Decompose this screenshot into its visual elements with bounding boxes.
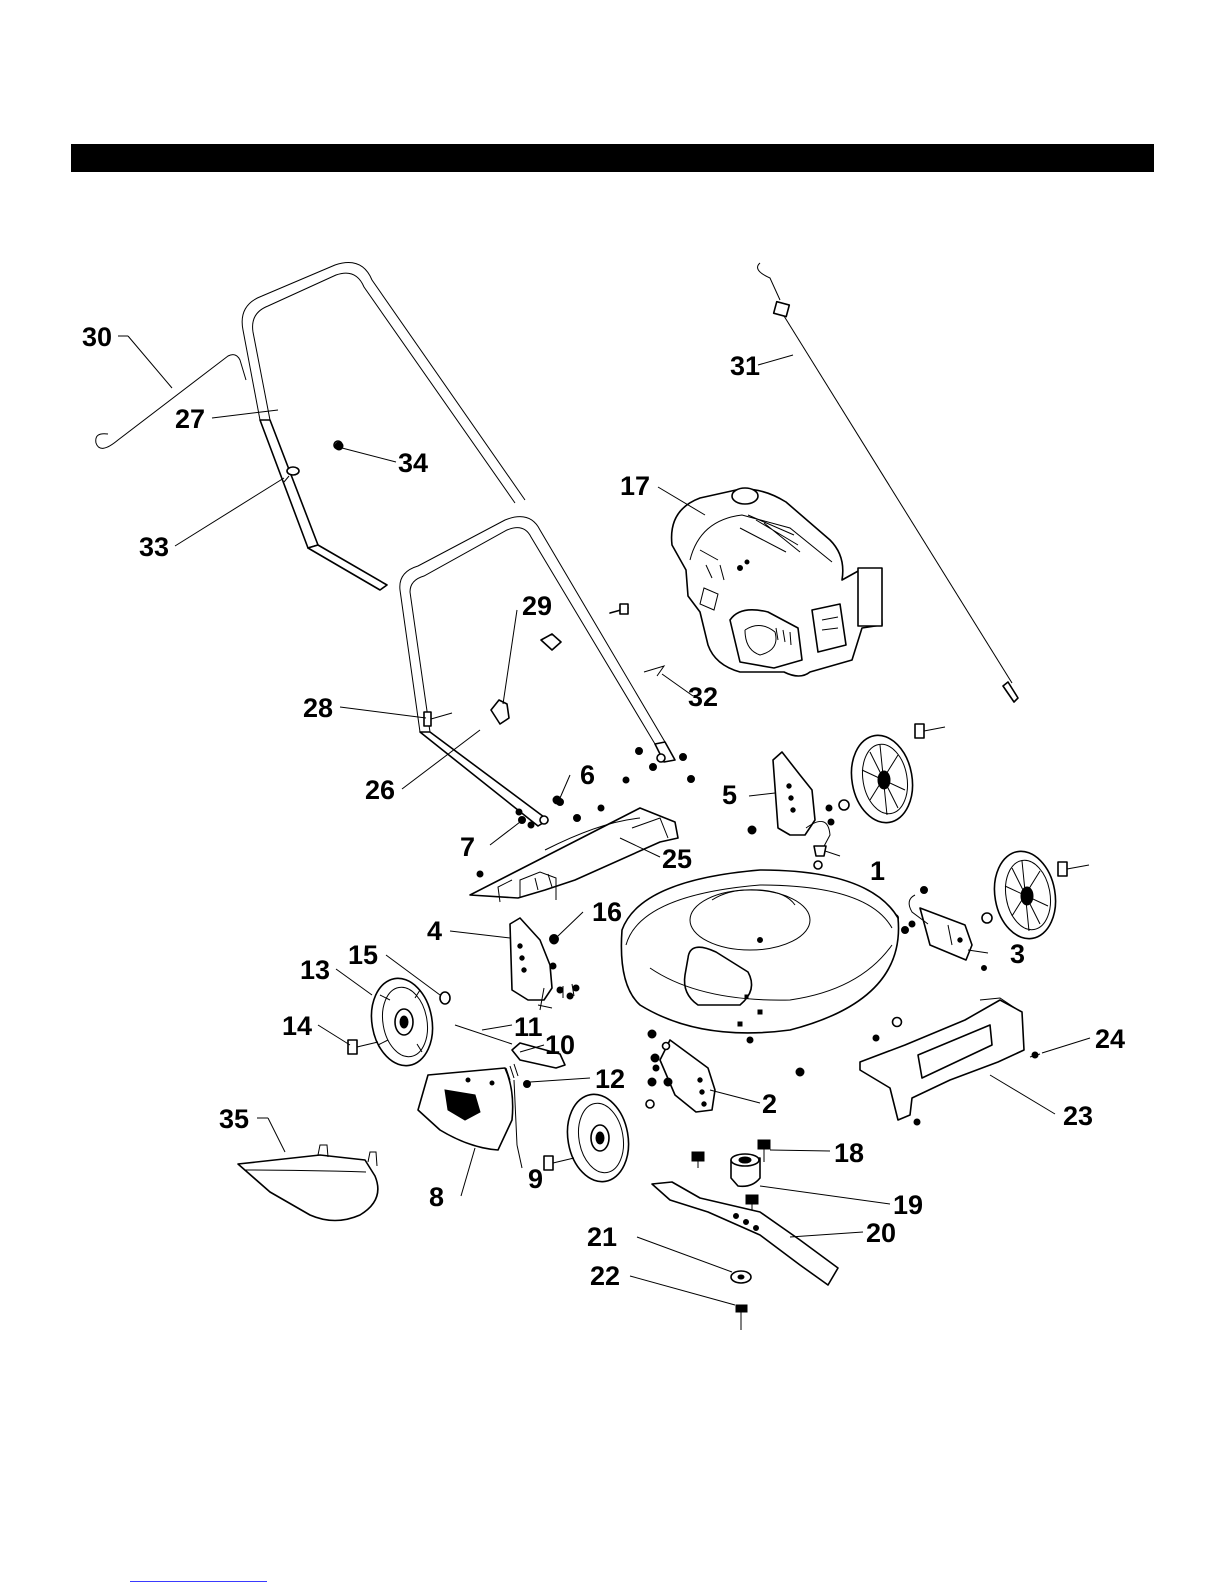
part-8-rear-door [418,1068,513,1150]
part-28-bolt [424,712,452,726]
callout-29: 29 [522,591,552,621]
callout-17: 17 [620,471,650,501]
callout-13: 13 [300,955,330,985]
callout-21: 21 [587,1222,617,1252]
part-25-rear-guard [470,808,678,902]
part-12-nut [524,1081,531,1088]
callout-33: 33 [139,532,169,562]
callout-25: 25 [662,844,692,874]
callout-28: 28 [303,693,333,723]
callout-1: 1 [870,856,885,886]
part-23-front-skirt [860,998,1040,1125]
part-14-axle-bolt [348,1040,378,1054]
callout-22: 22 [590,1261,620,1291]
part-30-cable-guide-hook [96,355,246,449]
footer-link-underline[interactable] [130,1581,267,1582]
part-22-blade-bolt [736,1305,747,1330]
callout-16: 16 [592,897,622,927]
rear-wheel-upper [839,724,945,828]
callout-7: 7 [460,832,475,862]
callout-34: 34 [398,448,428,478]
callout-14: 14 [282,1011,312,1041]
callout-5: 5 [722,780,737,810]
callout-6: 6 [580,760,595,790]
callout-9: 9 [528,1164,543,1194]
callout-4: 4 [427,916,442,946]
callout-31: 31 [730,351,760,381]
callout-18: 18 [834,1138,864,1168]
callout-8: 8 [429,1182,444,1212]
callout-30: 30 [82,322,112,352]
callout-23: 23 [1063,1101,1093,1131]
callout-11: 11 [514,1012,543,1042]
callout-35: 35 [219,1104,249,1134]
part-6-nut [553,796,561,804]
part-4-height-bracket [510,918,579,1010]
callout-26: 26 [365,775,395,805]
part-11-rod [455,1025,512,1044]
part-5-height-bracket [748,752,840,869]
part-26-lower-handle [400,517,675,826]
part-2-height-bracket [646,1030,715,1112]
part-32-cable-clip [644,666,664,676]
callout-27: 27 [175,404,205,434]
part-27-upper-handle [242,263,525,590]
callout-32: 32 [688,682,718,712]
part-16-nut [550,935,559,944]
callout-12: 12 [595,1064,625,1094]
callout-19: 19 [893,1190,923,1220]
callout-2: 2 [762,1089,777,1119]
callout-15: 15 [348,940,378,970]
callout-3: 3 [1010,939,1025,969]
part-19-blade-adapter [731,1154,760,1186]
part-13-wheel [365,973,439,1070]
callout-20: 20 [866,1218,896,1248]
front-wheel-left [544,1089,635,1186]
callout-10: 10 [545,1030,575,1060]
part-35-grass-chute [238,1145,378,1221]
part-34-nut [335,442,343,450]
rear-wheel-lower [982,846,1089,943]
callout-24: 24 [1095,1024,1125,1054]
part-3-height-bracket [892,887,987,971]
part-15-washer [440,992,450,1004]
part-20-blade [652,1182,838,1285]
part-17-engine [672,488,882,676]
part-21-washer [731,1271,751,1283]
